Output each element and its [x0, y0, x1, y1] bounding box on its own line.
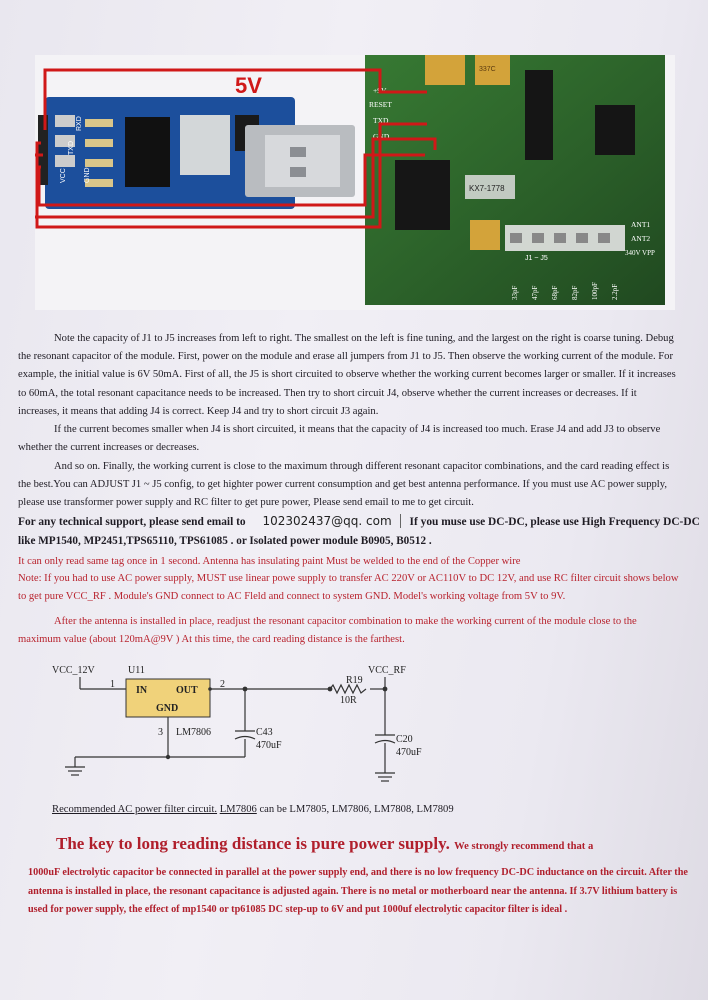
svg-text:C20: C20 [396, 734, 413, 745]
svg-text:GND: GND [84, 167, 91, 183]
svg-text:RXD: RXD [76, 116, 83, 131]
current-smaller-paragraph: If the current becomes smaller when J4 i… [18, 424, 661, 454]
svg-text:47pF: 47pF [531, 286, 539, 301]
final-tuning-paragraph: And so on. Finally, the working current … [18, 461, 670, 509]
wiring-illustration: 5V 337C KX7-1778 [35, 55, 675, 310]
svg-text:337C: 337C [479, 66, 496, 73]
regulator-block [125, 678, 211, 718]
regulator-chip [395, 160, 450, 230]
svg-text:OUT: OUT [176, 685, 198, 696]
svg-text:2: 2 [220, 679, 225, 690]
svg-text:2.2pF: 2.2pF [611, 284, 619, 300]
dcdc-modules-line: like MP1540, MP2451,TPS65110, TPS61085 .… [18, 535, 432, 547]
svg-text:GND: GND [156, 703, 178, 714]
svg-text:33pF: 33pF [511, 286, 519, 301]
svg-text:340V VPP: 340V VPP [625, 249, 655, 257]
svg-text:10R: 10R [340, 695, 357, 706]
key-recommendation-paragraph: 1000uF electrolytic capacitor be connect… [28, 867, 688, 915]
svg-text:TXD: TXD [68, 141, 75, 155]
support-email[interactable]: 102302437@qq. com [254, 514, 401, 528]
svg-text:100pF: 100pF [591, 282, 599, 300]
svg-text:C43: C43 [256, 727, 273, 738]
ac-supply-note: Note: If you had to use AC power supply,… [18, 573, 679, 603]
module-wiring-photo: 5V 337C KX7-1778 [35, 55, 675, 310]
key-heading: The key to long reading distance is pure… [56, 834, 594, 853]
svg-text:KX7-1778: KX7-1778 [469, 184, 505, 193]
svg-text:ANT1: ANT1 [631, 220, 650, 229]
svg-text:470uF: 470uF [256, 740, 282, 751]
tuning-instructions-paragraph: Note the capacity of J1 to J5 increases … [18, 333, 676, 417]
svg-text:82pF: 82pF [571, 286, 579, 301]
usb-chip [125, 117, 170, 187]
svg-text:R19: R19 [346, 675, 363, 686]
red-wires [35, 68, 437, 229]
schematic-svg: VCC_12V U11 1 2 3 IN OUT GND LM7806 C43 … [52, 665, 422, 782]
svg-text:1: 1 [110, 679, 115, 690]
svg-text:U11: U11 [128, 665, 145, 676]
support-line: For any technical support, please send e… [18, 514, 700, 528]
svg-text:VCC_RF: VCC_RF [368, 665, 406, 676]
svg-text:470uF: 470uF [396, 747, 422, 758]
recommended-filter-caption: Recommended AC power filter circuit. LM7… [52, 804, 454, 815]
svg-text:J1 ~ J5: J1 ~ J5 [525, 255, 548, 262]
svg-text:IN: IN [136, 685, 148, 696]
svg-text:3: 3 [158, 727, 163, 738]
voltage-label: 5V [235, 73, 262, 98]
read-once-note: It can only read same tag once in 1 seco… [18, 556, 521, 567]
svg-text:VCC: VCC [60, 168, 67, 183]
power-filter-schematic: VCC_12V U11 1 2 3 IN OUT GND LM7806 C43 … [40, 655, 460, 800]
svg-text:LM7806: LM7806 [176, 727, 211, 738]
svg-text:TXD: TXD [373, 116, 389, 125]
svg-text:RESET: RESET [369, 100, 392, 109]
antenna-readjust-note: After the antenna is installed in place,… [18, 616, 637, 646]
svg-text:68pF: 68pF [551, 286, 559, 301]
svg-text:VCC_12V: VCC_12V [52, 665, 96, 676]
svg-text:ANT2: ANT2 [631, 234, 650, 243]
